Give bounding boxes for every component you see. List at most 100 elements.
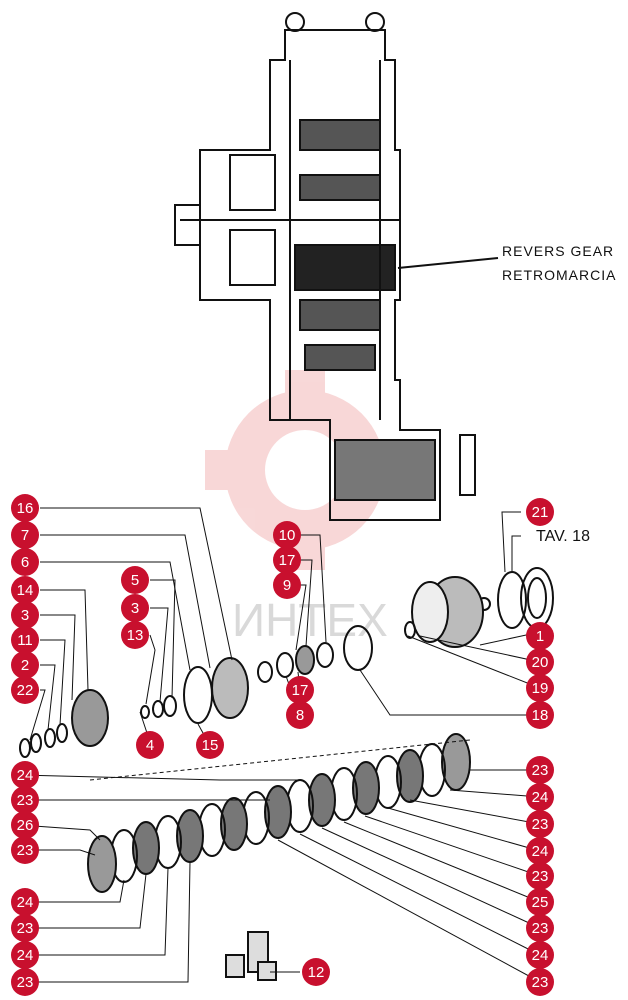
- callout-label: 18: [532, 707, 549, 724]
- callout-circle: [526, 862, 554, 890]
- callout-17: 17: [273, 546, 301, 574]
- callout-label: 11: [17, 632, 33, 649]
- callout-label: 8: [296, 707, 304, 724]
- callout-7: 7: [11, 521, 39, 549]
- callout-label: 17: [279, 552, 296, 569]
- callout-label: 2: [21, 657, 29, 674]
- annotation-line-2: RETROMARCIA: [502, 267, 616, 283]
- callout-circle: [526, 914, 554, 942]
- callout-1: 1: [526, 622, 554, 650]
- callout-23: 23: [11, 968, 39, 996]
- callout-label: 15: [202, 737, 219, 754]
- callout-19: 19: [526, 674, 554, 702]
- callout-21: 21: [526, 498, 554, 526]
- callout-11: 11: [11, 626, 39, 654]
- callout-18: 18: [526, 701, 554, 729]
- callout-circle: [121, 594, 149, 622]
- callout-16: 16: [11, 494, 39, 522]
- callout-circle: [196, 731, 224, 759]
- callout-label: 21: [532, 504, 549, 521]
- callout-22: 22: [11, 676, 39, 704]
- callout-12: 12: [302, 958, 330, 986]
- callout-label: 24: [532, 947, 549, 964]
- callout-circle: [11, 888, 39, 916]
- callout-24: 24: [526, 783, 554, 811]
- callout-circle: [526, 756, 554, 784]
- callout-14: 14: [11, 576, 39, 604]
- callout-25: 25: [526, 888, 554, 916]
- callout-label: 22: [17, 682, 34, 699]
- callout-circle: [136, 731, 164, 759]
- callout-circle: [526, 498, 554, 526]
- callout-label: 5: [131, 572, 139, 589]
- leader-lines: [19, 507, 541, 983]
- callout-circle: [11, 651, 39, 679]
- clutch-discs-row: [87, 733, 471, 893]
- callout-label: 9: [283, 577, 291, 594]
- callout-circle: [273, 521, 301, 549]
- callout-circle: [11, 968, 39, 996]
- callout-circle: [11, 576, 39, 604]
- callout-circle: [526, 783, 554, 811]
- callout-label: 24: [17, 947, 34, 964]
- callout-4: 4: [136, 731, 164, 759]
- callout-26: 26: [11, 811, 39, 839]
- callout-label: 7: [21, 527, 29, 544]
- callout-23: 23: [11, 914, 39, 942]
- callout-8: 8: [286, 701, 314, 729]
- callout-23: 23: [526, 862, 554, 890]
- callout-label: 23: [532, 868, 549, 885]
- callout-label: 3: [131, 600, 139, 617]
- table-reference: TAV. 18: [536, 528, 590, 545]
- callout-label: 23: [17, 920, 34, 937]
- callout-circle: [302, 958, 330, 986]
- callout-circle: [11, 521, 39, 549]
- callout-label: 3: [21, 607, 29, 624]
- callout-label: 24: [532, 789, 549, 806]
- callout-23: 23: [526, 968, 554, 996]
- callout-label: 23: [532, 762, 549, 779]
- callout-circle: [11, 601, 39, 629]
- callout-circle: [526, 968, 554, 996]
- callout-24: 24: [11, 888, 39, 916]
- callout-label: 23: [17, 842, 34, 859]
- callout-label: 14: [17, 582, 34, 599]
- tool-part-12: [225, 931, 277, 981]
- annotation-line-1: REVERS GEAR: [502, 243, 614, 259]
- callout-label: 1: [536, 628, 544, 645]
- callout-24: 24: [526, 941, 554, 969]
- callout-label: 13: [127, 627, 144, 644]
- callout-23: 23: [526, 756, 554, 784]
- callout-13: 13: [121, 621, 149, 649]
- callout-3: 3: [121, 594, 149, 622]
- callout-circle: [526, 701, 554, 729]
- callout-label: 17: [292, 682, 309, 699]
- callout-circle: [11, 811, 39, 839]
- callout-label: 24: [532, 843, 549, 860]
- callout-20: 20: [526, 648, 554, 676]
- callout-label: 4: [146, 737, 154, 754]
- callout-circle: [286, 676, 314, 704]
- callout-17: 17: [286, 676, 314, 704]
- callout-10: 10: [273, 521, 301, 549]
- callout-label: 6: [21, 554, 29, 571]
- callout-label: 26: [17, 817, 34, 834]
- callout-circle: [273, 546, 301, 574]
- parts-upper-row: [19, 567, 554, 758]
- callout-6: 6: [11, 548, 39, 576]
- callout-circle: [11, 786, 39, 814]
- callout-24: 24: [526, 837, 554, 865]
- callout-23: 23: [526, 810, 554, 838]
- callout-circle: [11, 941, 39, 969]
- watermark-text: ИНТЕХ: [232, 594, 388, 646]
- callout-label: 23: [532, 974, 549, 991]
- callout-label: 16: [17, 500, 34, 517]
- callout-circle: [11, 494, 39, 522]
- callout-circle: [526, 837, 554, 865]
- callout-24: 24: [11, 761, 39, 789]
- callout-label: 10: [279, 527, 296, 544]
- callout-circle: [526, 648, 554, 676]
- callout-label: 23: [532, 816, 549, 833]
- callout-2: 2: [11, 651, 39, 679]
